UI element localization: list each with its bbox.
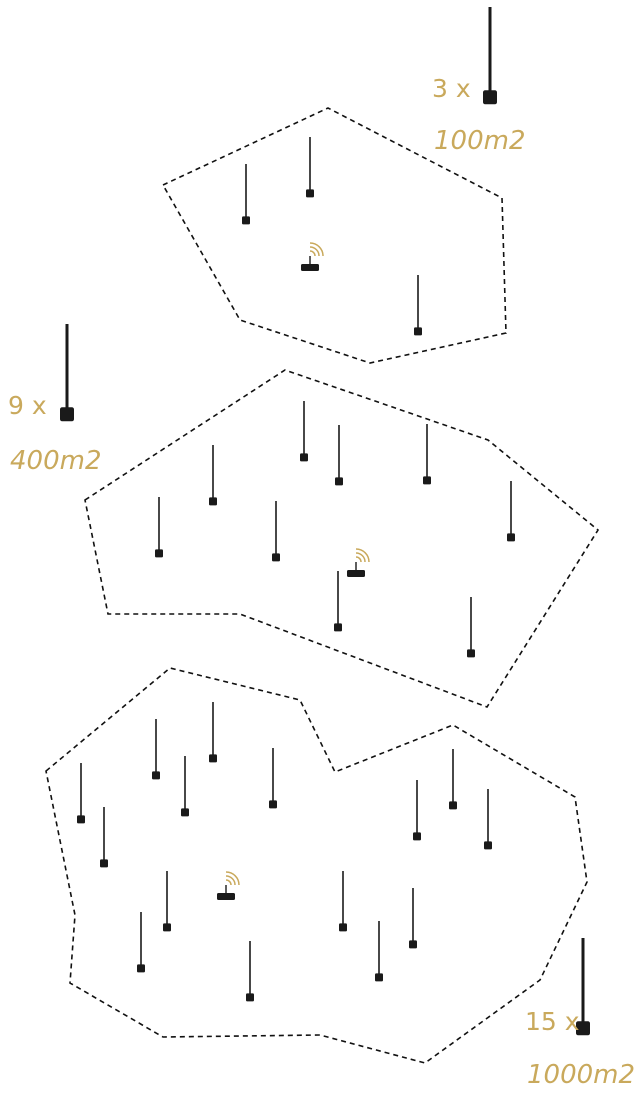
- sensor-antenna-icon: [335, 425, 343, 486]
- sensor-antenna-icon: [507, 481, 515, 542]
- zone-3-sensors: [77, 702, 492, 1002]
- zone-3-legend-sensor-icon: [576, 938, 590, 1036]
- sensor-antenna-icon: [375, 921, 383, 982]
- sensor-antenna-icon: [137, 912, 145, 973]
- zone-1-count-label: 3 x: [432, 74, 471, 103]
- zone-1-legend-sensor-icon: [483, 7, 497, 105]
- sensor-antenna-icon: [449, 749, 457, 810]
- sensor-antenna-icon: [242, 164, 250, 225]
- zone-2-legend-sensor-icon: [60, 324, 74, 422]
- zone-1: 3 x 100m2: [161, 7, 526, 364]
- sensor-antenna-icon: [152, 719, 160, 780]
- zone-1-boundary: [161, 107, 507, 364]
- sensor-antenna-icon: [246, 941, 254, 1002]
- sensor-antenna-icon: [77, 763, 85, 824]
- zone-2-area-label: 400m2: [10, 446, 102, 476]
- zone-2-count-label: 9 x: [8, 391, 47, 420]
- sensor-antenna-icon: [155, 497, 163, 558]
- sensor-antenna-icon: [484, 789, 492, 850]
- sensor-antenna-icon: [181, 756, 189, 817]
- sensor-antenna-icon: [334, 571, 342, 632]
- sensor-antenna-icon: [339, 871, 347, 932]
- zone-3-boundary: [45, 667, 588, 1064]
- sensor-antenna-icon: [209, 702, 217, 763]
- wifi-router-icon: [301, 242, 324, 271]
- sensor-antenna-icon: [269, 748, 277, 809]
- zone-3-legend-sensor-icon: [576, 938, 590, 1036]
- zone-1-area-label: 100m2: [434, 126, 526, 156]
- sensor-antenna-icon: [423, 424, 431, 485]
- wifi-router-icon: [217, 871, 240, 900]
- sensor-antenna-icon: [306, 137, 314, 198]
- sensor-antenna-icon: [272, 501, 280, 562]
- zone-3-area-label: 1000m2: [527, 1060, 635, 1090]
- sensor-antenna-icon: [100, 807, 108, 868]
- sensor-antenna-icon: [467, 597, 475, 658]
- zone-1-legend-sensor-icon: [483, 7, 497, 105]
- sensor-antenna-icon: [413, 780, 421, 841]
- zone-2: 9 x 400m2: [8, 324, 600, 708]
- wifi-router-icon: [347, 548, 370, 577]
- sensor-antenna-icon: [163, 871, 171, 932]
- zone-2-sensors: [155, 401, 515, 658]
- sensor-antenna-icon: [300, 401, 308, 462]
- zone-3-count-label: 15 x: [525, 1007, 580, 1036]
- sensor-antenna-icon: [409, 888, 417, 949]
- zone-2-boundary: [84, 369, 600, 708]
- zone-2-legend-sensor-icon: [60, 324, 74, 422]
- sensor-antenna-icon: [209, 445, 217, 506]
- zone-3: 15 x 1000m2: [45, 667, 635, 1090]
- zone-1-sensors: [242, 137, 422, 336]
- sensor-antenna-icon: [414, 275, 422, 336]
